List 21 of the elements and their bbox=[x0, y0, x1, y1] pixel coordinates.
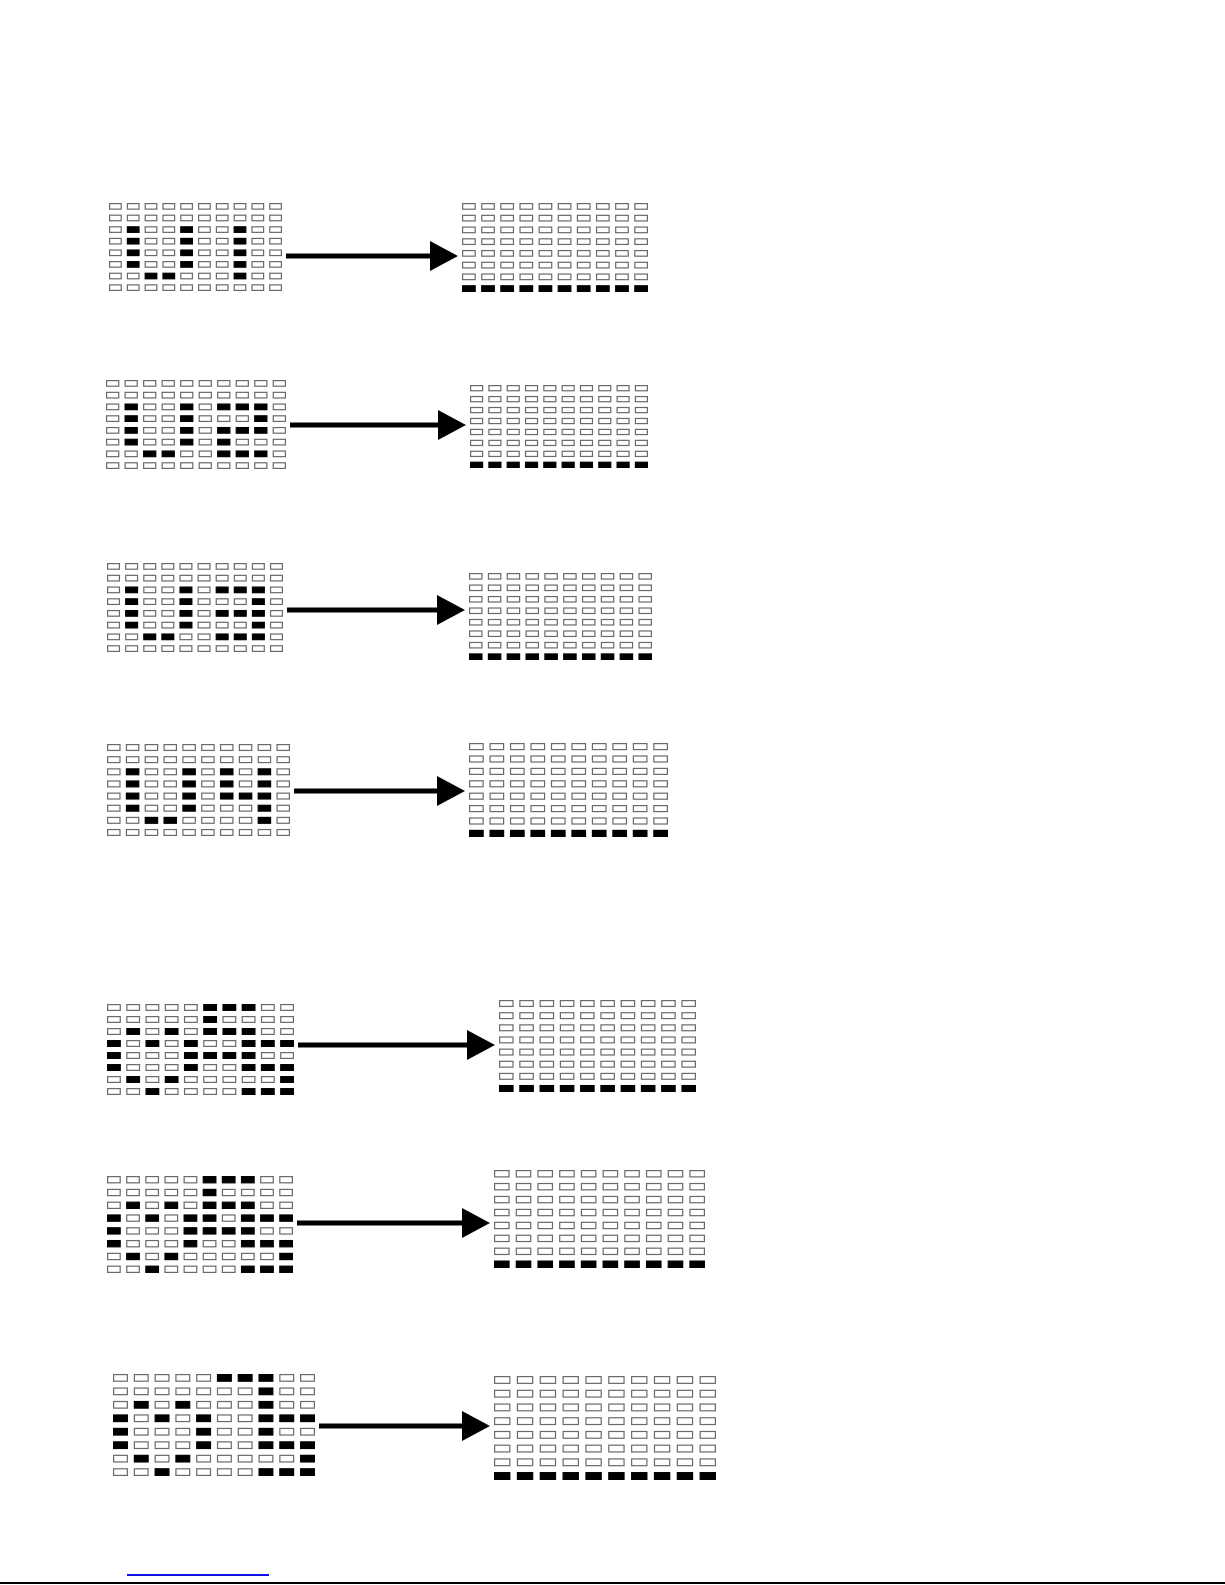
cell-grid-drawing bbox=[113, 1374, 315, 1476]
cell-grid-drawing bbox=[462, 203, 648, 292]
cell-grid-drawing bbox=[499, 1000, 696, 1092]
cell-grid-drawing bbox=[107, 744, 290, 836]
cell-grid-drawing bbox=[470, 385, 648, 468]
arrow bbox=[297, 1208, 490, 1238]
arrow bbox=[298, 1030, 495, 1060]
cell-grid-drawing bbox=[106, 380, 286, 469]
cell-grid-drawing bbox=[109, 203, 282, 291]
cell-grid-drawing bbox=[494, 1170, 705, 1268]
cell-grid-drawing bbox=[107, 1176, 293, 1273]
arrow bbox=[294, 776, 465, 806]
cell-grid-drawing bbox=[469, 743, 668, 837]
cell-grid-drawing bbox=[107, 1004, 294, 1095]
arrow bbox=[286, 241, 458, 271]
cell-grid-drawing bbox=[494, 1376, 716, 1480]
cell-grid-drawing bbox=[469, 573, 652, 660]
arrow bbox=[290, 410, 466, 440]
arrow bbox=[287, 595, 465, 625]
arrow bbox=[319, 1411, 490, 1441]
cell-grid-drawing bbox=[107, 563, 283, 652]
